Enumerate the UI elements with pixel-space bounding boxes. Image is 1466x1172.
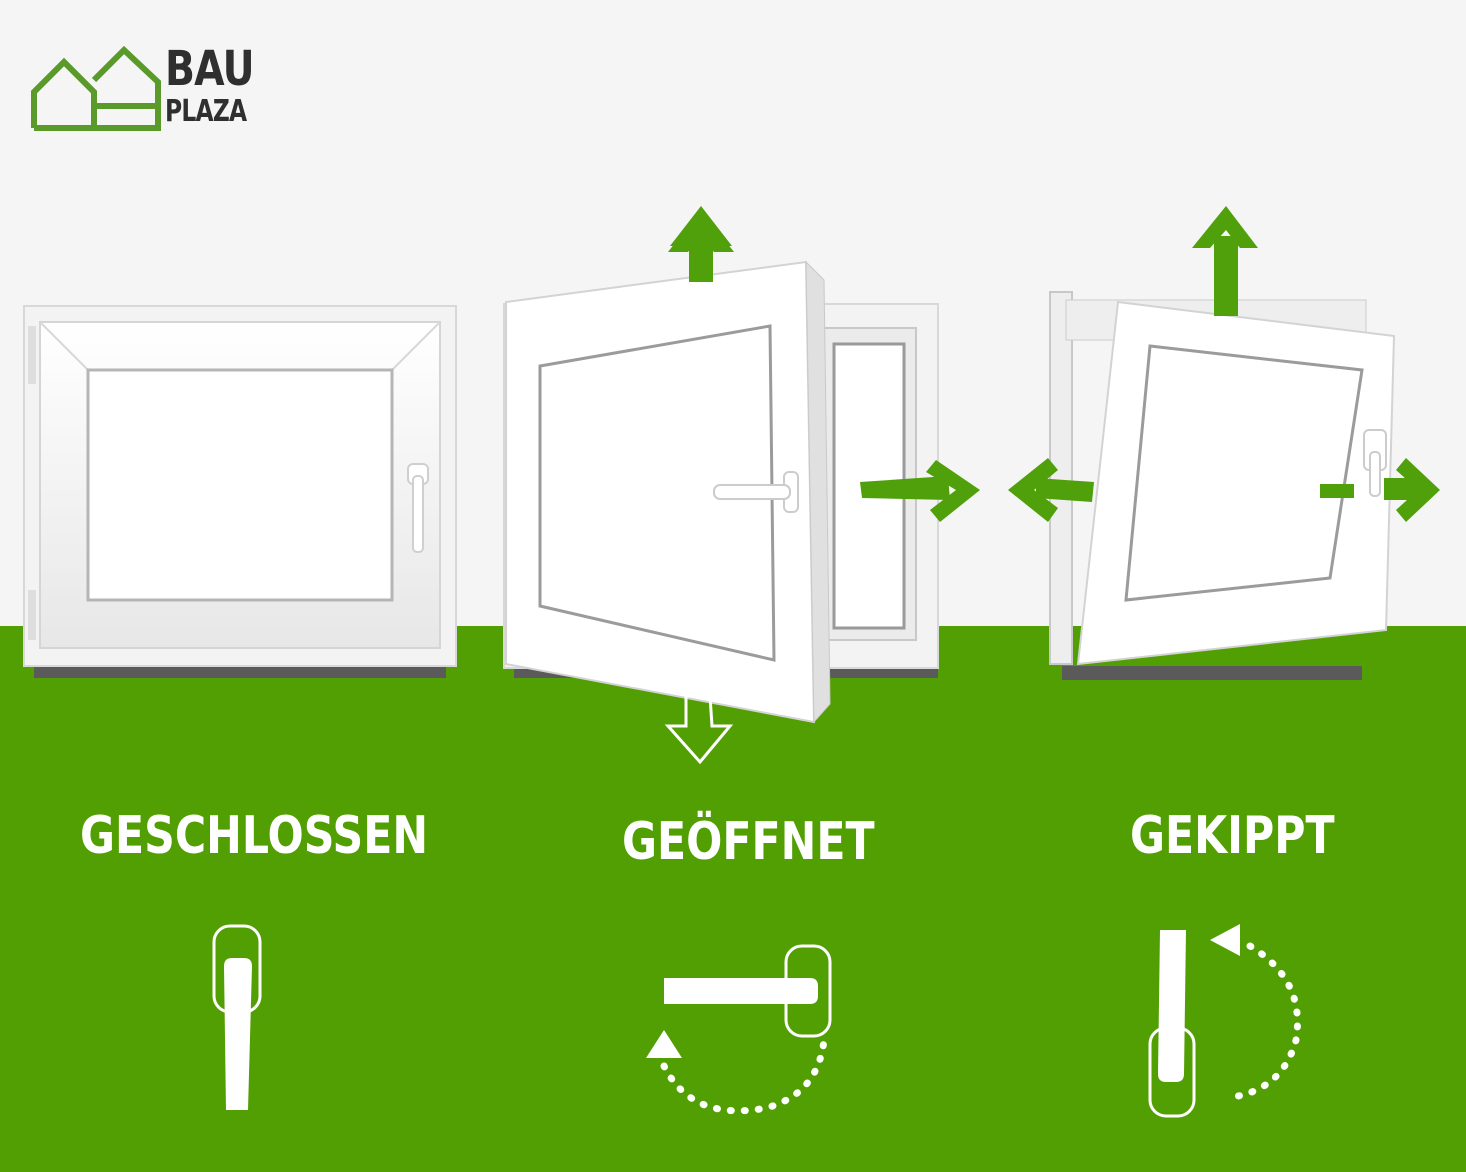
handle-down-icon [212,924,262,1110]
window-closed [23,305,457,678]
label-gekippt: GEKIPPT [1130,806,1335,866]
motion-arrows [668,206,1440,522]
handle-horizontal-icon [646,944,832,1115]
label-geoeffnet: GEÖFFNET [622,812,875,872]
handle-up-icon [1148,924,1301,1118]
window-tilted [1049,291,1396,680]
label-geschlossen: GESCHLOSSEN [80,806,429,866]
logo-text-bau: BAU [165,41,255,97]
bauplaza-logo-icon [31,45,161,131]
outline-arrow-down-icon [664,694,734,765]
logo-text-plaza: PLAZA [165,94,247,129]
